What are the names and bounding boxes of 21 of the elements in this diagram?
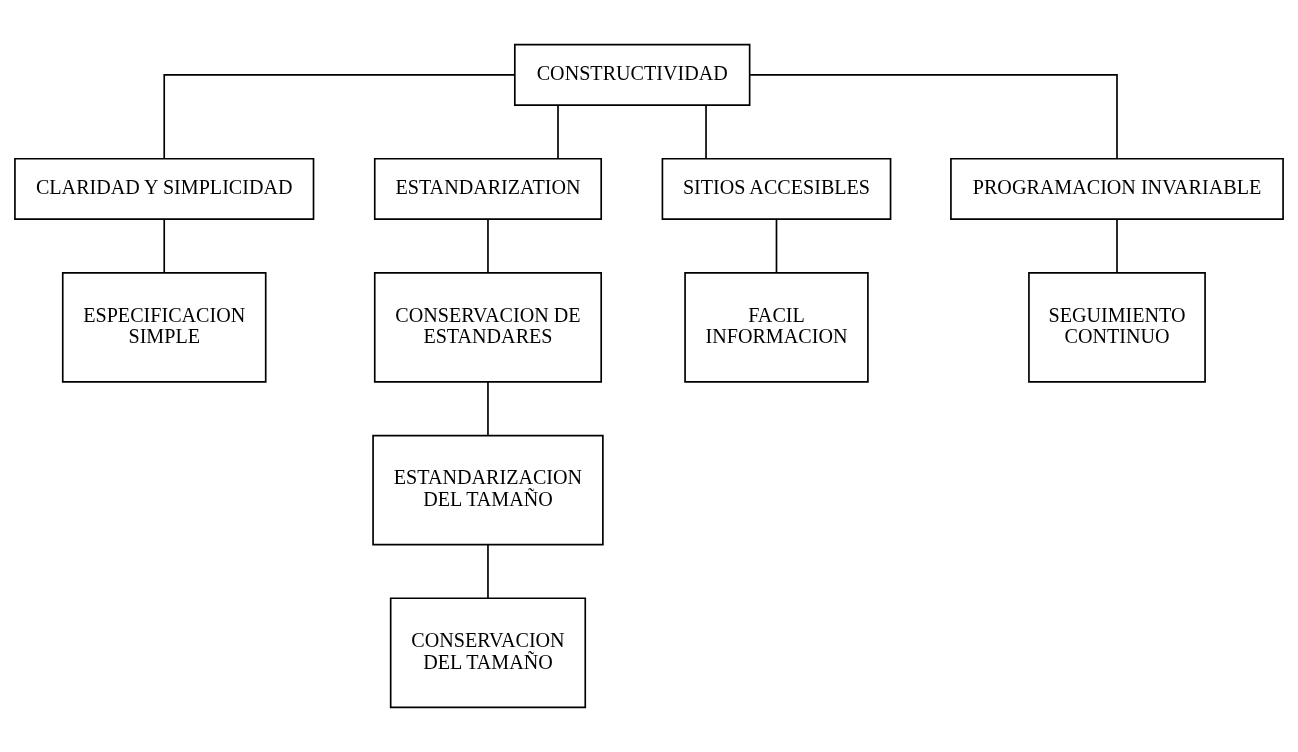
connector — [1116, 218, 1118, 274]
node-box: CONSTRUCTIVIDAD — [513, 43, 751, 106]
node-box: CLARIDAD Y SIMPLICIDAD — [14, 157, 315, 220]
node-box: SITIOS ACCESIBLES — [661, 157, 892, 220]
connector — [705, 104, 707, 160]
node-box: ESPECIFICACION SIMPLE — [61, 272, 267, 383]
connector — [557, 104, 559, 160]
node-box: CONSERVACION DE ESTANDARES — [373, 272, 603, 383]
connector — [749, 74, 1118, 160]
connector — [487, 543, 489, 599]
node-box: CONSERVACION DEL TAMAÑO — [389, 597, 587, 709]
connector — [163, 74, 516, 160]
node-box: PROGRAMACION INVARIABLE — [950, 157, 1284, 220]
node-box: FACIL INFORMACION — [684, 272, 869, 383]
node-box: ESTANDARIZACION DEL TAMAÑO — [372, 434, 604, 546]
connector — [487, 218, 489, 274]
connector — [775, 218, 778, 274]
node-box: SEGUIMIENTO CONTINUO — [1028, 272, 1206, 383]
connector — [163, 218, 166, 274]
node-box: ESTANDARIZATION — [373, 157, 603, 220]
connector — [487, 381, 489, 437]
